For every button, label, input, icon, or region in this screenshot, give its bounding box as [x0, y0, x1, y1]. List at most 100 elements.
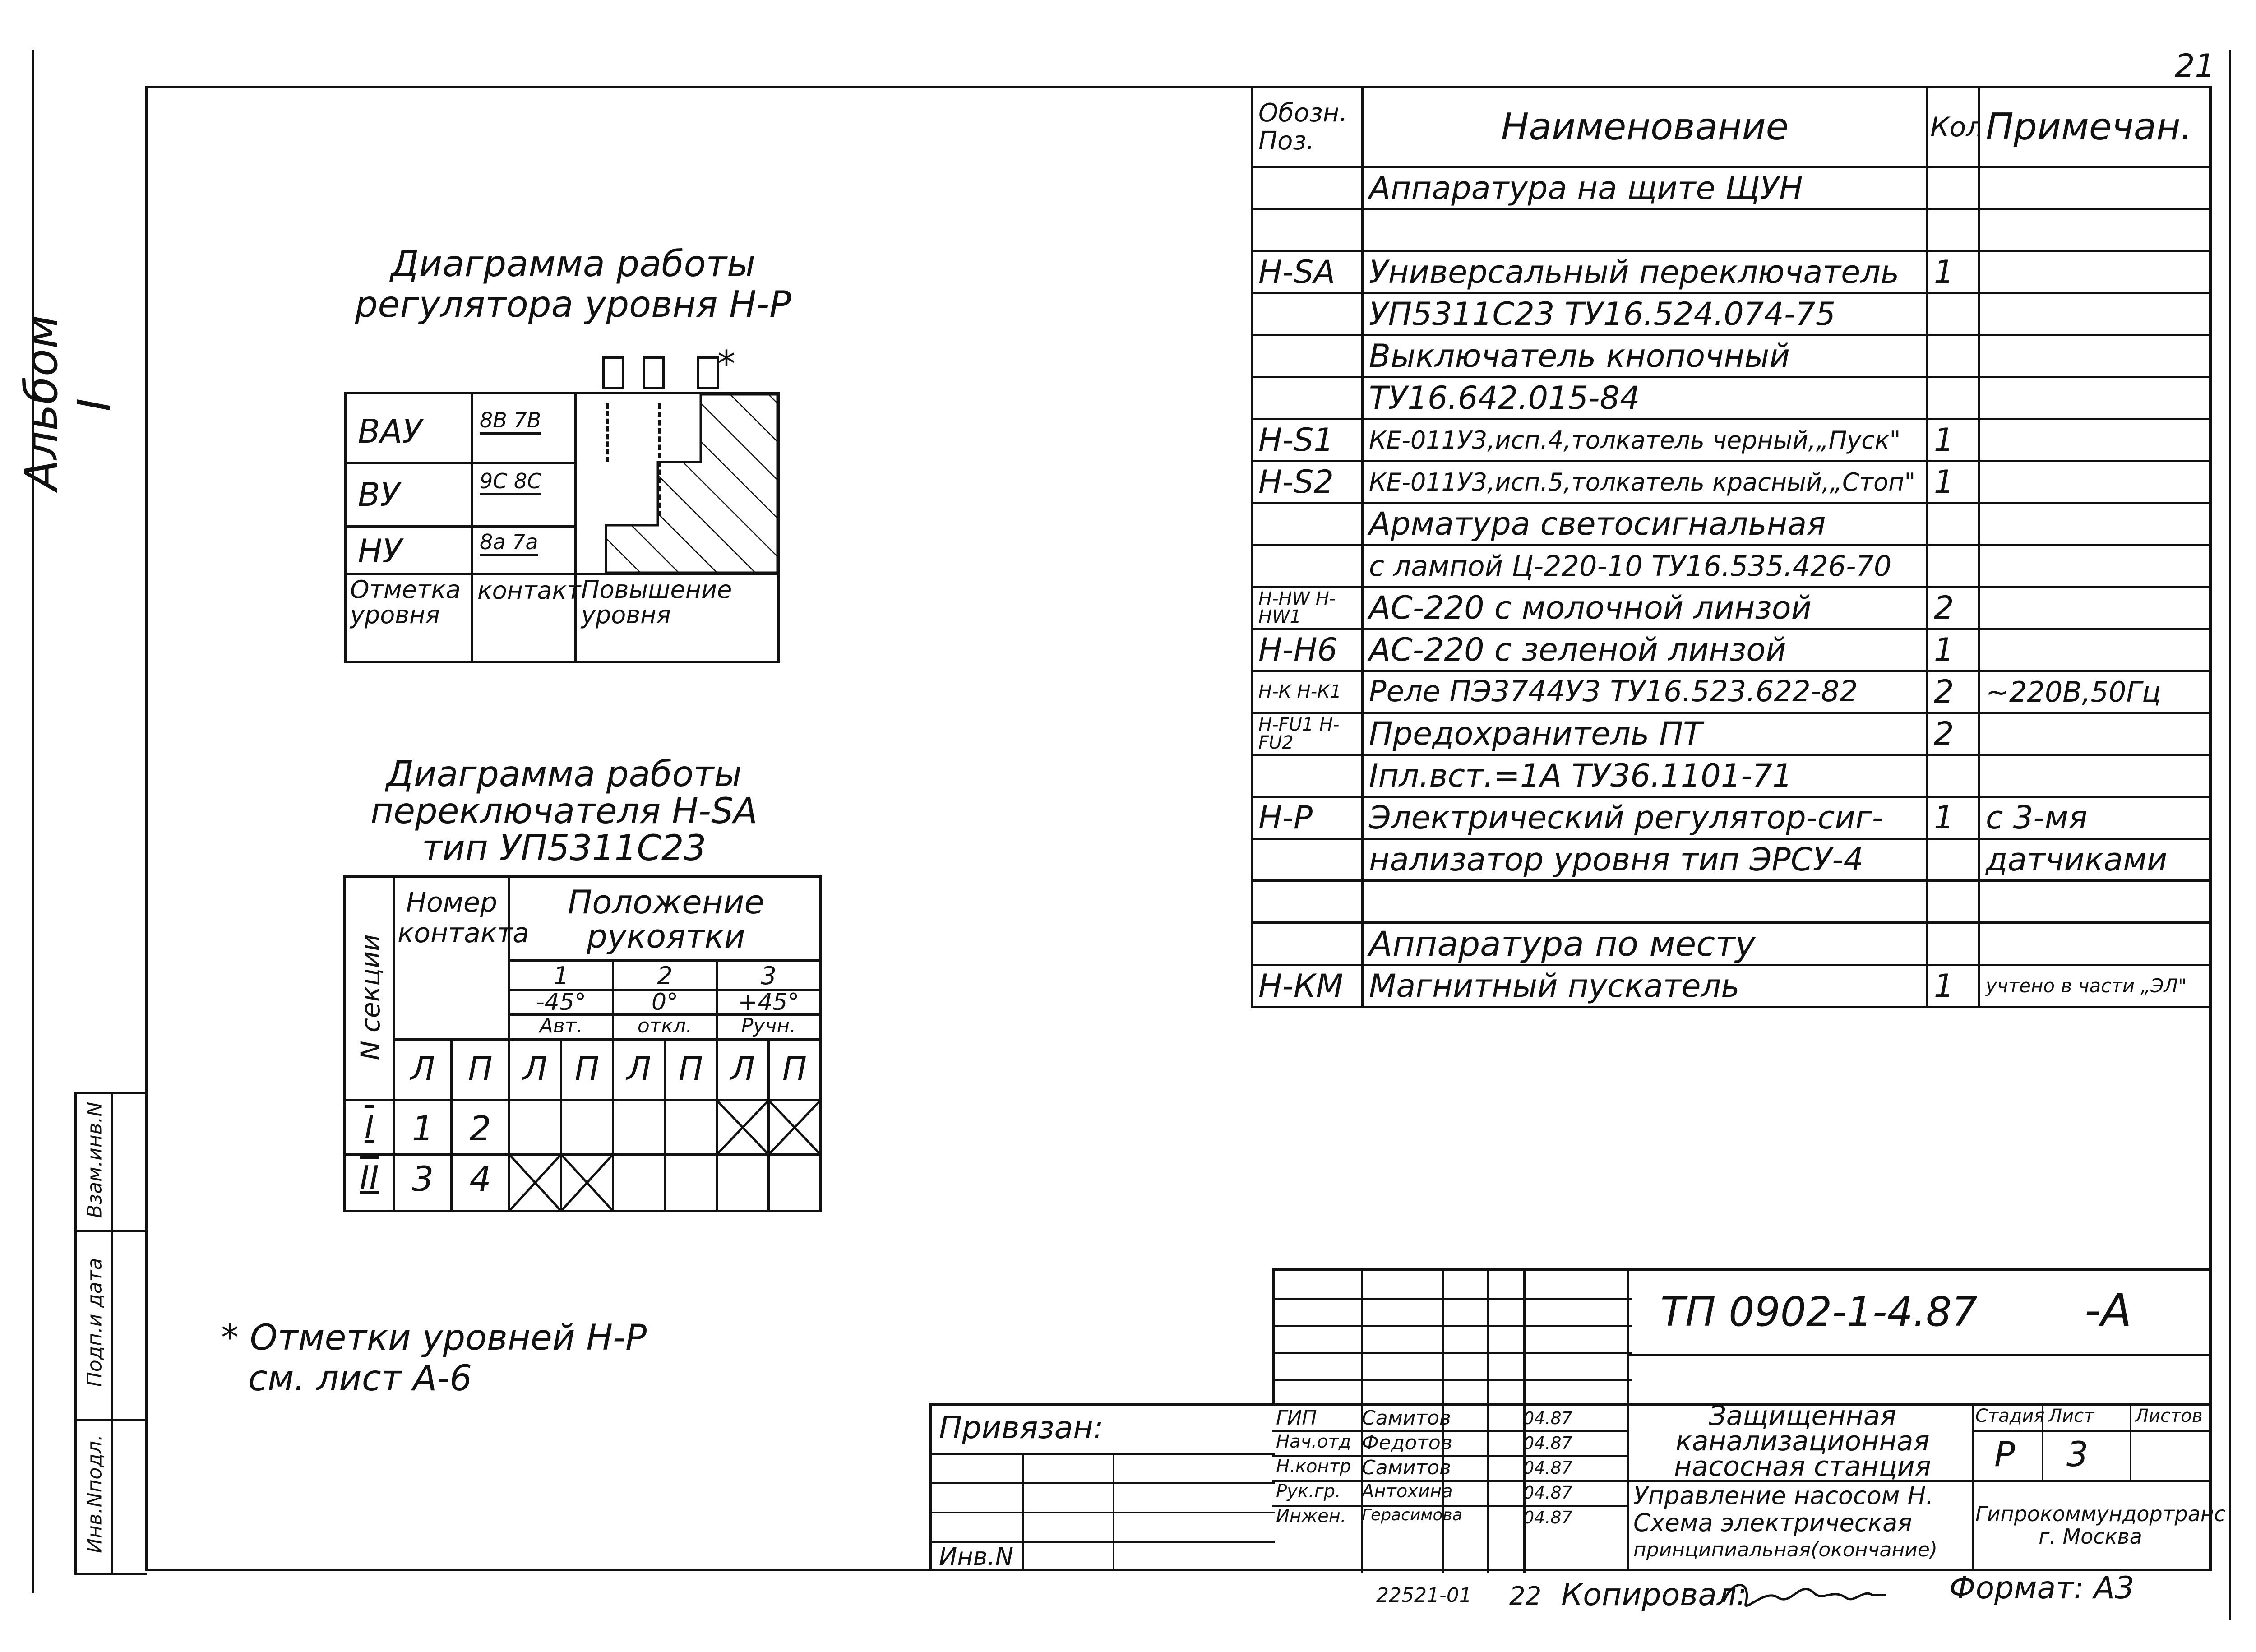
spec-row: УП5311С23 ТУ16.524.074-75	[1251, 292, 2211, 336]
spec-qty: 1	[1926, 964, 1980, 1008]
pos3-num: 3	[761, 962, 777, 990]
spec-row: с лампой Ц-220-10 ТУ16.535.426-70	[1251, 544, 2211, 588]
signer-role: Инжен.	[1276, 1506, 1346, 1527]
spec-note: с 3-мя	[1978, 796, 2211, 840]
spec-qty	[1926, 292, 1980, 336]
spec-pos: Н-FU1 Н-FU2	[1251, 712, 1364, 756]
diagram2-table: N секции Номер контакта Положение рукоят…	[343, 875, 822, 1212]
project-line3: насосная станция	[1674, 1451, 1931, 1482]
contact-row1: 8В 7В	[480, 408, 541, 435]
level-vu: ВУ	[358, 476, 400, 514]
spec-qty: 2	[1926, 670, 1980, 714]
signer-role: Нач.отд	[1276, 1431, 1351, 1452]
pos2-num: 2	[657, 962, 673, 990]
spec-pos: Н-S1	[1251, 418, 1364, 462]
level-note: * Отметки уровней Н-Р см. лист А-6	[221, 1318, 647, 1399]
pos2-angle: 0°	[651, 989, 679, 1016]
signer-name: Самитов	[1362, 1456, 1451, 1479]
spec-row: Аппаратура по месту	[1251, 921, 2211, 966]
org-line2: г. Москва	[2039, 1524, 2142, 1549]
page-number: 21	[2175, 47, 2215, 84]
spec-note: ~220В,50Гц	[1978, 670, 2211, 714]
header-qty: Кол	[1926, 86, 1980, 168]
spec-note	[1978, 250, 2211, 294]
signer-role: Н.контр	[1276, 1456, 1351, 1477]
frame-left-outer	[32, 50, 34, 1593]
spec-note: учтено в части „ЭЛ"	[1978, 964, 2211, 1008]
spec-note	[1978, 712, 2211, 756]
sheet-desc-line2: Схема электрическая	[1633, 1509, 1912, 1537]
diagram2-title: Диаграмма работы переключателя Н-SА тип …	[302, 756, 826, 867]
spec-note	[1978, 166, 2211, 210]
spec-row: Арматура светосигнальная	[1251, 502, 2211, 546]
page-edge-right	[2229, 50, 2231, 1620]
spec-name: Реле ПЭ3744У3 ТУ16.523.622-82	[1361, 670, 1928, 714]
frame-top	[145, 86, 2212, 88]
spec-pos: Н-SА	[1251, 250, 1364, 294]
signer-date: 04.87	[1523, 1458, 1572, 1478]
section-row1: I	[364, 1108, 374, 1146]
spec-name: КЕ-011У3,исп.5,толкатель красный,„Стоп"	[1361, 460, 1928, 504]
paper-format: Формат: А3	[1949, 1570, 2135, 1606]
spec-pos	[1251, 754, 1364, 798]
signer-name: Самитов	[1362, 1407, 1451, 1430]
spec-qty: 1	[1926, 460, 1980, 504]
spec-pos	[1251, 502, 1364, 546]
spec-name: КЕ-011У3,исп.4,толкатель черный,„Пуск"	[1361, 418, 1928, 462]
spec-note	[1978, 292, 2211, 336]
signer-name: Герасимова	[1362, 1506, 1462, 1524]
spec-qty	[1926, 754, 1980, 798]
spec-qty	[1926, 376, 1980, 420]
strip-label-inv: Инв.Nподл.	[83, 1435, 106, 1553]
footer-number: 22521-01	[1376, 1584, 1472, 1607]
spec-qty	[1926, 334, 1980, 378]
spec-name: АС-220 с зеленой линзой	[1361, 628, 1928, 672]
org-line1: Гипрокоммундортранс	[1975, 1502, 2226, 1526]
closed-contact-marks	[509, 1101, 819, 1210]
spec-pos	[1251, 879, 1364, 924]
sheet-desc-line1: Управление насосом Н.	[1633, 1481, 1934, 1510]
spec-qty	[1926, 838, 1980, 882]
project-line2: канализационная	[1675, 1425, 1930, 1457]
spec-qty	[1926, 208, 1980, 252]
sub-label: П	[678, 1050, 703, 1087]
spec-name: Iпл.вст.=1А ТУ36.1101-71	[1361, 754, 1928, 798]
spec-pos	[1251, 334, 1364, 378]
copier-signature	[1722, 1584, 1886, 1607]
diagram1-title-line2: регулятора уровня Н-Р	[355, 283, 791, 325]
copied-label: Копировал:	[1561, 1577, 1747, 1613]
sub-label: П	[574, 1050, 600, 1087]
header-note: Примечан.	[1978, 86, 2211, 168]
signer-date: 04.87	[1523, 1508, 1572, 1527]
hatched-region	[605, 394, 777, 574]
spec-row: Выключатель кнопочный	[1251, 334, 2211, 378]
row1-contact-p: 2	[469, 1108, 491, 1148]
note-line1: * Отметки уровней Н-Р	[221, 1318, 647, 1358]
spec-note	[1978, 754, 2211, 798]
spec-note	[1978, 921, 2211, 966]
revision-grid	[1272, 1268, 1632, 1573]
spec-name: Электрический регулятор-сиг-	[1361, 796, 1928, 840]
spec-pos: Н-НW Н-НW1	[1251, 586, 1364, 630]
spec-pos	[1251, 838, 1364, 882]
spec-qty	[1926, 166, 1980, 210]
spec-name: с лампой Ц-220-10 ТУ16.535.426-70	[1361, 544, 1928, 588]
diagram1-title-line1: Диаграмма работы	[390, 243, 756, 285]
spec-row: ТУ16.642.015-84	[1251, 376, 2211, 420]
sub-label: Л	[522, 1050, 548, 1087]
spec-name: Универсальный переключатель	[1361, 250, 1928, 294]
spec-table: Обозн. Поз. Наименование Кол Примечан. А…	[1251, 86, 2211, 1008]
spec-note	[1978, 544, 2211, 588]
stage-label: Стадия	[1975, 1406, 2045, 1426]
spec-qty	[1926, 921, 1980, 966]
spec-qty	[1926, 502, 1980, 546]
doc-code: ТП 0902-1-4.87	[1660, 1288, 1978, 1336]
signer-name: Антохина	[1362, 1481, 1453, 1502]
spec-name: ТУ16.642.015-84	[1361, 376, 1928, 420]
spec-name: Предохранитель ПТ	[1361, 712, 1928, 756]
spec-name: Выключатель кнопочный	[1361, 334, 1928, 378]
spec-note	[1978, 460, 2211, 504]
